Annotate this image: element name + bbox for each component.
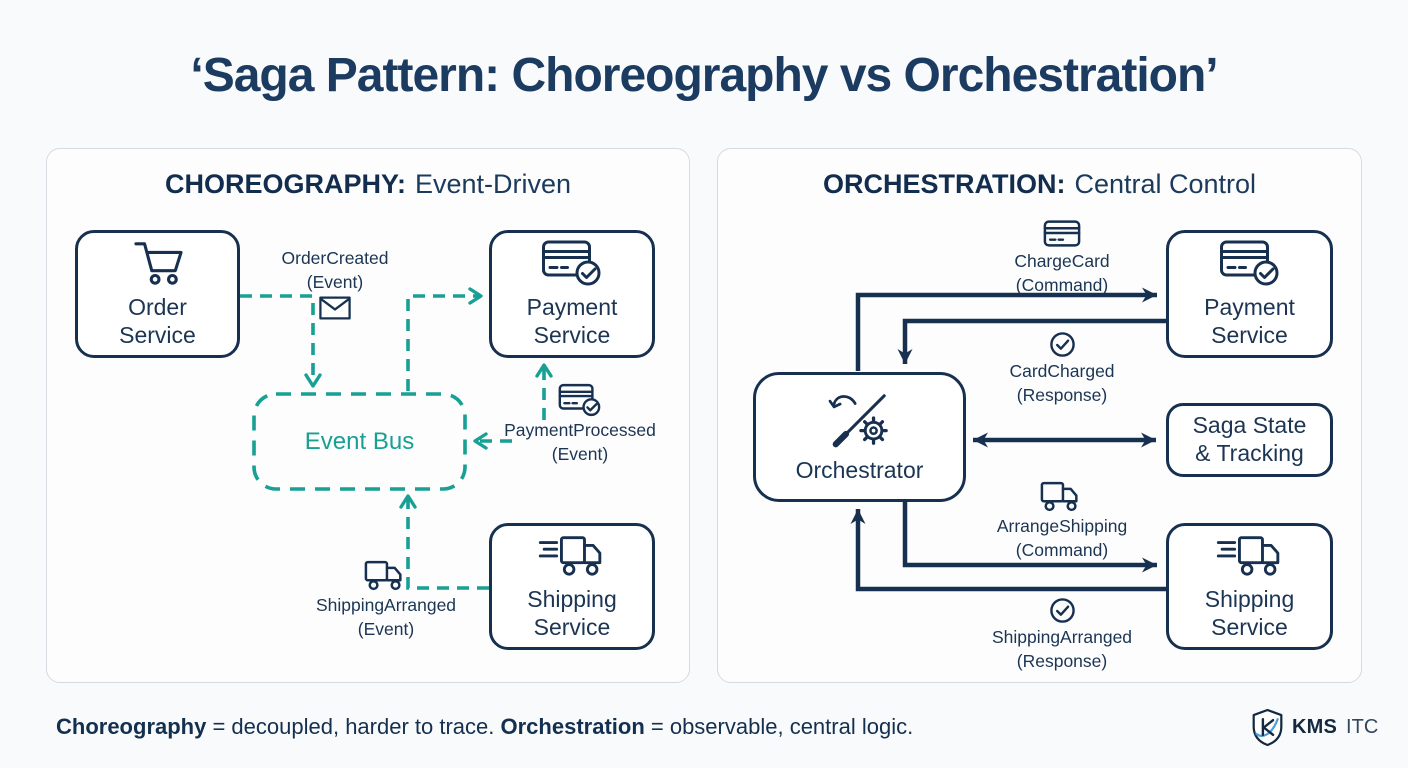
truck-icon bbox=[364, 560, 402, 591]
page-title: ‘Saga Pattern: Choreography vs Orchestra… bbox=[190, 49, 1218, 102]
shipping-arranged-event-label: ShippingArranged (Event) bbox=[301, 559, 471, 640]
shipping-service-box-right: Shipping Service bbox=[1166, 523, 1333, 650]
summary-orchestration-keyword: Orchestration bbox=[500, 714, 645, 739]
logo-suffix-text: ITC bbox=[1346, 716, 1379, 738]
check-circle-icon bbox=[1049, 332, 1075, 357]
conductor-baton-gear-icon bbox=[828, 393, 888, 448]
logo-brand-text: KMS bbox=[1292, 716, 1338, 738]
truck-speed-icon bbox=[538, 536, 602, 577]
kms-itc-logo: KMS ITC bbox=[1250, 708, 1378, 747]
shipping-service-label: Shipping Service bbox=[527, 586, 617, 640]
arrange-shipping-command-label: ArrangeShipping (Command) bbox=[977, 480, 1147, 561]
saga-state-box: Saga State & Tracking bbox=[1166, 403, 1333, 477]
order-service-label: Order Service bbox=[119, 293, 196, 348]
orchestration-heading-subtitle: Central Control bbox=[1074, 169, 1257, 199]
orchestration-heading-keyword: ORCHESTRATION: bbox=[822, 169, 1066, 199]
charge-card-command-label: ChargeCard (Command) bbox=[977, 219, 1147, 296]
payment-processed-event-label: PaymentProcessed (Event) bbox=[495, 383, 665, 465]
orchestrator-label: Orchestrator bbox=[795, 456, 924, 483]
card-check-icon bbox=[558, 383, 601, 417]
truck-icon bbox=[1040, 481, 1078, 512]
payment-service-label: Payment Service bbox=[1204, 293, 1295, 348]
summary-caption: Choreography = decoupled, harder to trac… bbox=[56, 714, 914, 739]
payment-service-box-right: Payment Service bbox=[1166, 230, 1333, 358]
cart-icon bbox=[133, 242, 183, 285]
payment-service-label: Payment Service bbox=[526, 293, 618, 348]
truck-speed-icon bbox=[1216, 536, 1279, 577]
event-bus-label: Event Bus bbox=[304, 427, 415, 455]
orchestrator-box: Orchestrator bbox=[753, 372, 966, 502]
shipping-arranged-response-label: ShippingArranged (Response) bbox=[977, 597, 1147, 672]
shipping-service-label: Shipping Service bbox=[1204, 586, 1295, 640]
saga-state-label: Saga State & Tracking bbox=[1192, 412, 1307, 466]
summary-choreography-keyword: Choreography bbox=[56, 714, 207, 739]
card-check-icon bbox=[1219, 240, 1278, 286]
shield-logo-icon bbox=[1252, 708, 1283, 747]
card-check-icon bbox=[542, 240, 601, 286]
check-circle-icon bbox=[1049, 598, 1075, 623]
card-charged-response-label: CardCharged (Response) bbox=[977, 331, 1147, 406]
shipping-service-box-left: Shipping Service bbox=[489, 523, 655, 650]
choreography-heading-subtitle: Event-Driven bbox=[414, 169, 572, 199]
envelope-icon bbox=[319, 296, 351, 320]
card-icon bbox=[1043, 220, 1081, 247]
order-created-event-label: OrderCreated (Event) bbox=[250, 248, 420, 320]
orchestration-heading: ORCHESTRATION: Central Control bbox=[717, 169, 1362, 200]
choreography-heading: CHOREOGRAPHY: Event-Driven bbox=[46, 169, 690, 200]
order-service-box: Order Service bbox=[75, 230, 240, 358]
choreography-heading-keyword: CHOREOGRAPHY: bbox=[164, 169, 406, 199]
payment-service-box-left: Payment Service bbox=[489, 230, 655, 358]
